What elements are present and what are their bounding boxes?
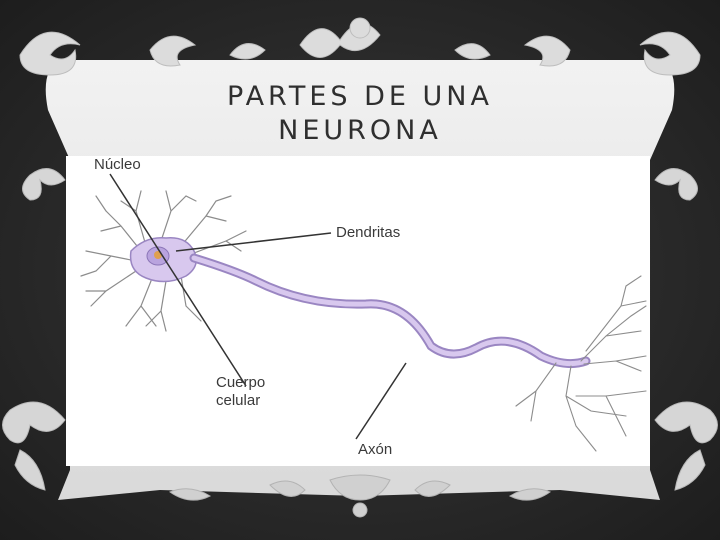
side-ornaments [2, 168, 718, 491]
label-cell-body-line-2: celular [216, 392, 261, 409]
label-dendrites: Dendritas [336, 224, 401, 241]
label-cell-body-line-1: Cuerpo [216, 374, 266, 391]
axon-terminals [515, 275, 647, 452]
top-ornaments [19, 17, 701, 76]
neuron-diagram: Núcleo Dendritas Cuerpo celular Axón [66, 156, 650, 466]
axon-core [191, 255, 589, 367]
label-nucleus: Núcleo [94, 156, 141, 173]
label-axon: Axón [358, 441, 393, 458]
slide-title-line-1: PARTES DE UNA [227, 81, 493, 112]
slide-title-line-2: NEURONA [278, 115, 442, 146]
pointer-lines [109, 173, 407, 440]
bottom-ornaments [168, 474, 552, 518]
neuron-illustration [80, 173, 647, 452]
slide-title: PARTES DE UNA NEURONA [150, 80, 570, 148]
